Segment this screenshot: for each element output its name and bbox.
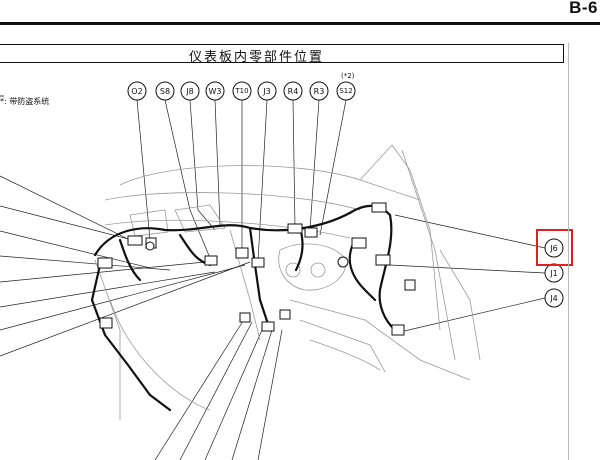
top-rule <box>0 22 600 25</box>
callout-r4: R4 <box>287 87 299 96</box>
callout-o2-circle <box>127 81 147 101</box>
callout-t10: T10 <box>235 87 249 95</box>
callout-s8: S8 <box>159 87 171 96</box>
title-box: 仪表板内零部件位置 <box>0 44 564 65</box>
star-note: (*2) <box>341 72 355 80</box>
callout-j3: J3 <box>263 87 271 96</box>
callout-r3: R3 <box>313 87 325 96</box>
page-title: 仪表板内零部件位置 <box>189 50 325 65</box>
callout-w3: W3 <box>208 87 222 96</box>
callout-j8: J8 <box>186 87 194 96</box>
highlight-box <box>536 229 573 266</box>
page-code: B-6 <box>569 0 598 17</box>
callout-j4: J4 <box>550 294 558 303</box>
callout-j6: J6 <box>550 244 558 253</box>
callout-s12: S12 <box>339 87 353 95</box>
callout-j1: J1 <box>550 269 558 278</box>
legend-note: *: 带防盗系统 <box>0 97 50 106</box>
callout-o2: O2 <box>131 87 143 96</box>
